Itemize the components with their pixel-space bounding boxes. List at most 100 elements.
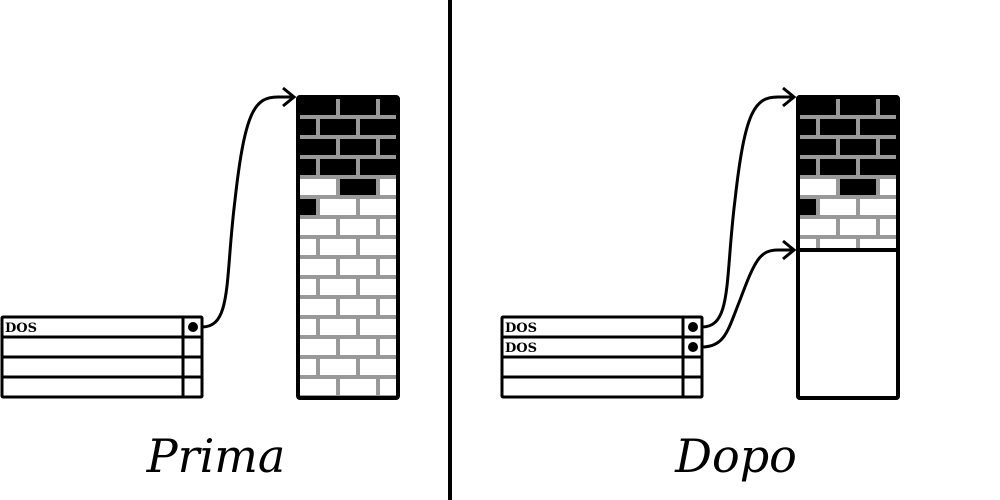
free-block [840,219,876,235]
free-block [300,299,336,315]
free-block [380,179,398,195]
used-block [298,159,316,175]
free-block [320,239,356,255]
partition-table-after: DOS DOS [500,315,704,399]
free-block [360,199,396,215]
free-block [400,279,436,295]
arrow-head [782,239,797,261]
used-block [840,99,876,115]
used-block [400,159,436,175]
table-row-label: DOS [505,321,537,336]
free-block [380,299,398,315]
used-block [798,119,816,135]
free-block [320,199,356,215]
free-block [340,379,376,395]
free-block [880,179,898,195]
free-block [360,359,396,375]
free-block [300,259,336,275]
caption-before: Prima [146,429,286,483]
free-block [320,319,356,335]
disk-after [796,95,956,400]
free-block [298,359,316,375]
used-block [820,159,856,175]
free-block [920,219,956,235]
used-block [920,99,956,115]
free-block [360,279,396,295]
used-block [360,119,396,135]
arrow-right-dos-2 [701,248,794,349]
used-block [860,159,896,175]
free-block [380,259,398,275]
free-block [360,319,396,335]
arrow-right-dos-1 [701,95,794,329]
used-block [298,199,316,215]
free-block [800,219,836,235]
table-row-label: DOS [505,341,537,356]
free-block [298,239,316,255]
arrow-head [782,86,797,108]
free-block [340,219,376,235]
disk-before [296,95,436,400]
used-block [840,179,876,195]
used-block [798,159,816,175]
used-block [920,139,956,155]
free-block [340,339,376,355]
free-block [300,379,336,395]
free-block [380,339,398,355]
free-block [380,379,398,395]
partition-table-before: DOS [0,315,204,399]
free-block [300,179,336,195]
free-block [900,239,936,255]
used-block [380,99,398,115]
disk-outline [296,95,400,400]
used-block [300,139,336,155]
used-block [340,179,376,195]
used-block [880,139,898,155]
free-block [360,239,396,255]
arrow-head [282,86,297,108]
free-block [340,259,376,275]
used-block [798,199,816,215]
pointer-dot-icon [188,322,198,332]
pointer-dot-icon [688,322,698,332]
pointer-arrows [201,86,797,349]
used-block [298,119,316,135]
pointer-dot-icon [688,342,698,352]
used-block [820,119,856,135]
free-block [860,199,896,215]
free-block [320,279,356,295]
used-block [900,159,936,175]
used-block [800,99,836,115]
used-block [320,119,356,135]
free-block [300,339,336,355]
caption-after: Dopo [674,429,797,483]
free-block [400,359,436,375]
free-block [320,359,356,375]
free-block [298,279,316,295]
used-block [840,139,876,155]
free-block [380,219,398,235]
used-block [900,119,936,135]
used-block [880,99,898,115]
free-block [298,319,316,335]
table-row-label: DOS [5,321,37,336]
free-block [900,199,936,215]
free-block [920,179,956,195]
free-block [300,219,336,235]
used-block [380,139,398,155]
used-block [800,139,836,155]
free-block [340,299,376,315]
new-partition-space [798,250,898,398]
used-block [360,159,396,175]
free-block [820,199,856,215]
used-block [320,159,356,175]
used-block [300,99,336,115]
free-block [800,179,836,195]
used-block [340,139,376,155]
used-block [400,119,436,135]
free-block [400,239,436,255]
free-block [400,319,436,335]
used-block [340,99,376,115]
free-block [400,199,436,215]
